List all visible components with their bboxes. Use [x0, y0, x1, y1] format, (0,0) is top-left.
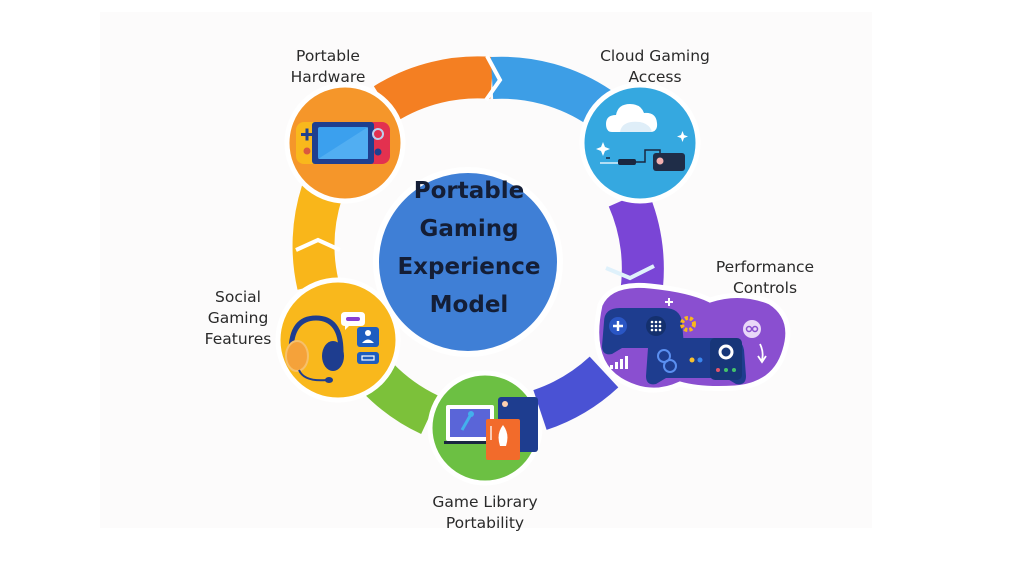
ring [292, 56, 664, 435]
node-performance-controls[interactable] [594, 282, 791, 393]
gamepad-settings-icon [602, 298, 767, 385]
label-line: Hardware [290, 68, 366, 86]
node-social-gaming-features[interactable] [275, 277, 401, 403]
label-line: Cloud Gaming [600, 47, 710, 65]
node-cloud-gaming-access[interactable] [579, 82, 701, 204]
label-line: Features [204, 330, 272, 348]
headset-chat-icon [285, 312, 379, 383]
ring-arrow-top [484, 55, 503, 102]
label-line: Gaming [207, 309, 269, 327]
center-title-line-2: Gaming [419, 216, 519, 242]
label-line: Game Library [432, 493, 538, 511]
ring-segment-hardware-cloud [373, 56, 494, 123]
label-line: Controls [732, 279, 798, 297]
game-library-devices-icon [444, 397, 538, 460]
cloud-streaming-icon [596, 104, 688, 171]
label-performance-controls: Performance Controls [700, 257, 830, 299]
label-line: Social [215, 288, 261, 306]
node-game-library-portability[interactable] [427, 370, 543, 486]
node-portable-hardware[interactable] [284, 82, 406, 204]
ring-segment-performance-library [532, 356, 619, 430]
ring-segment-social-hardware [292, 185, 343, 290]
ring-segment-cloud [490, 56, 612, 126]
label-line: Portability [445, 514, 525, 532]
center-title-line-3: Experience [397, 254, 541, 280]
center-title-line-1: Portable [413, 178, 525, 204]
center-title: Portable Gaming Experience Model [378, 172, 560, 324]
center-circle [373, 167, 563, 357]
handheld-console-icon [296, 122, 390, 164]
ring-segment-library-social [362, 362, 440, 435]
center-title-line-4: Model [429, 292, 509, 318]
label-line: Performance [715, 258, 815, 276]
label-portable-hardware: Portable Hardware [268, 46, 388, 88]
label-cloud-gaming-access: Cloud Gaming Access [585, 46, 725, 88]
label-game-library-portability: Game Library Portability [420, 492, 550, 534]
label-line: Access [628, 68, 682, 86]
label-line: Portable [296, 47, 360, 65]
ring-arrow-left [295, 237, 341, 252]
label-social-gaming-features: Social Gaming Features [196, 287, 280, 350]
ring-arrow-right [605, 264, 655, 281]
